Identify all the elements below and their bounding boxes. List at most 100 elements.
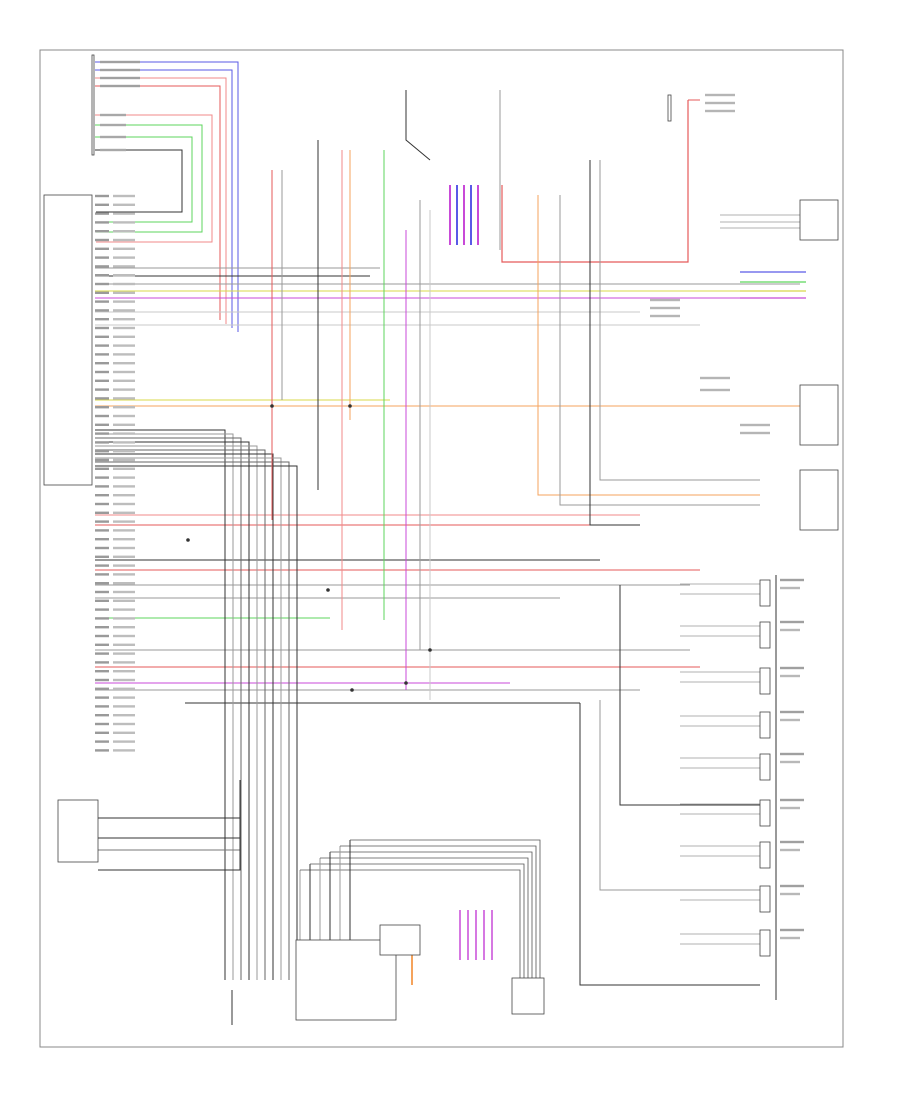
label-mark: [95, 485, 109, 488]
label-mark: [100, 148, 126, 152]
label-mark: [95, 714, 109, 717]
label-mark: [113, 353, 135, 356]
right-bottom-wire: [579, 703, 760, 986]
label-mark: [100, 76, 140, 80]
bundle-wire: [95, 457, 282, 980]
right-bottom-wire: [619, 585, 760, 806]
label-mark: [100, 68, 140, 72]
label-mark: [95, 617, 109, 620]
label-mark: [705, 93, 735, 97]
label-mark: [95, 247, 109, 250]
label-mark: [113, 230, 135, 233]
label-mark: [95, 564, 109, 567]
label-mark: [650, 298, 680, 302]
label-mark: [780, 892, 800, 896]
label-mark: [780, 666, 804, 670]
speaker-connector: [759, 753, 771, 781]
label-mark: [113, 705, 135, 708]
bundle-wire: [95, 465, 298, 980]
label-mark: [780, 752, 804, 756]
right-component-a: [799, 199, 839, 241]
bundle-wire: [95, 453, 274, 980]
label-mark: [700, 388, 730, 392]
label-mark: [113, 546, 135, 550]
label-mark: [113, 450, 135, 453]
bottom-bus-wire: [320, 857, 529, 980]
label-mark: [95, 282, 109, 286]
speaker-connector: [759, 579, 771, 607]
power-loop-wire: [501, 100, 689, 263]
module-lead-wire: [98, 780, 241, 871]
junction-dot: [270, 404, 274, 408]
label-mark: [95, 502, 109, 506]
label-mark: [100, 123, 126, 127]
label-mark: [113, 406, 135, 409]
bottom-bus-wire: [340, 845, 537, 980]
label-mark: [95, 705, 109, 708]
label-mark: [780, 840, 804, 844]
label-mark: [95, 370, 109, 374]
label-mark: [113, 678, 135, 682]
label-mark: [100, 84, 140, 88]
bundle-wire: [95, 433, 234, 980]
bottom-bus-wire: [330, 851, 533, 980]
label-mark: [113, 441, 135, 444]
label-mark: [113, 203, 135, 206]
label-mark: [95, 212, 109, 215]
label-mark: [780, 928, 804, 932]
label-mark: [113, 238, 135, 242]
label-mark: [113, 318, 135, 321]
speaker-connector: [759, 711, 771, 739]
label-mark: [113, 511, 135, 514]
label-mark: [113, 379, 135, 382]
label-mark: [780, 620, 804, 624]
label-mark: [100, 135, 126, 139]
label-mark: [113, 582, 135, 585]
label-mark: [113, 291, 135, 294]
label-mark: [95, 256, 109, 259]
label-mark: [780, 884, 804, 888]
bottom-module-box: [511, 977, 545, 1015]
label-mark: [113, 300, 135, 303]
top-feed-wire: [95, 69, 233, 328]
junction-dot: [348, 404, 352, 408]
label-mark: [95, 291, 109, 294]
label-mark: [95, 749, 109, 752]
label-mark: [705, 101, 735, 105]
label-mark: [100, 60, 140, 64]
label-mark: [95, 265, 109, 268]
speaker-wire: [599, 160, 760, 481]
label-mark: [113, 485, 135, 488]
module-lead-wire: [98, 780, 241, 839]
label-mark: [650, 306, 680, 310]
label-mark: [95, 379, 109, 382]
label-mark: [780, 806, 800, 810]
label-mark: [700, 376, 730, 380]
label-mark: [95, 362, 109, 365]
label-mark: [780, 848, 800, 852]
label-mark: [95, 652, 109, 655]
label-mark: [95, 573, 109, 576]
label-mark: [113, 529, 135, 532]
label-mark: [95, 238, 109, 242]
label-mark: [95, 194, 109, 198]
label-mark: [113, 626, 135, 629]
bundle-wire: [95, 437, 242, 980]
label-mark: [113, 502, 135, 506]
label-mark: [95, 722, 109, 726]
label-mark: [95, 274, 109, 277]
label-mark: [95, 643, 109, 646]
speaker-connector: [759, 929, 771, 957]
label-mark: [95, 476, 109, 479]
label-mark: [95, 397, 109, 400]
label-mark: [95, 511, 109, 514]
label-mark: [780, 760, 800, 764]
label-mark: [113, 265, 135, 268]
label-mark: [113, 652, 135, 655]
label-mark: [650, 314, 680, 318]
label-mark: [95, 626, 109, 629]
junction-dot: [326, 588, 330, 592]
label-mark: [100, 113, 126, 117]
right-component-b: [799, 384, 839, 446]
